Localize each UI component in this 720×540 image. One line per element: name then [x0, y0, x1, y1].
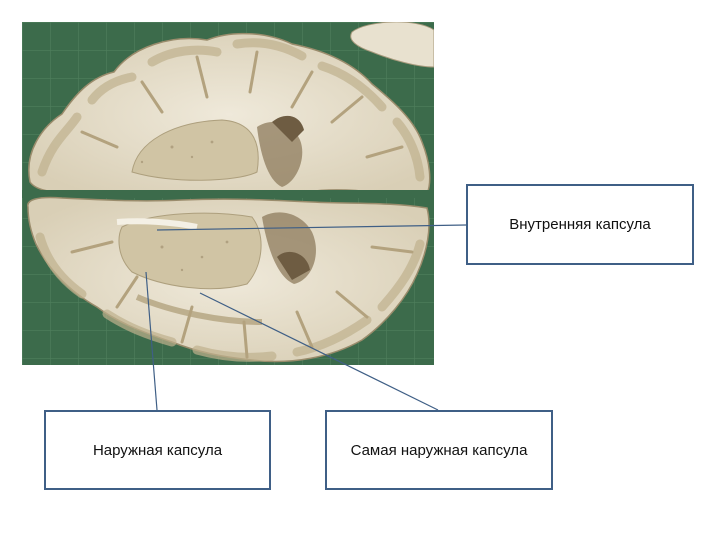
label-external-capsule-text: Наружная капсула	[92, 441, 223, 459]
brain-section-photo	[22, 22, 434, 365]
tissue-fragment	[350, 22, 434, 68]
label-internal-capsule-text: Внутренняя капсула	[509, 216, 651, 233]
label-internal-capsule: Внутренняя капсула	[466, 184, 694, 265]
label-extreme-capsule: Самая наружная капсула	[325, 410, 553, 490]
label-extreme-capsule-text: Самая наружная капсула	[350, 441, 528, 459]
lentiform-nucleus-lower	[118, 212, 262, 290]
lentiform-nucleus-upper	[131, 119, 259, 181]
label-external-capsule: Наружная капсула	[44, 410, 271, 490]
